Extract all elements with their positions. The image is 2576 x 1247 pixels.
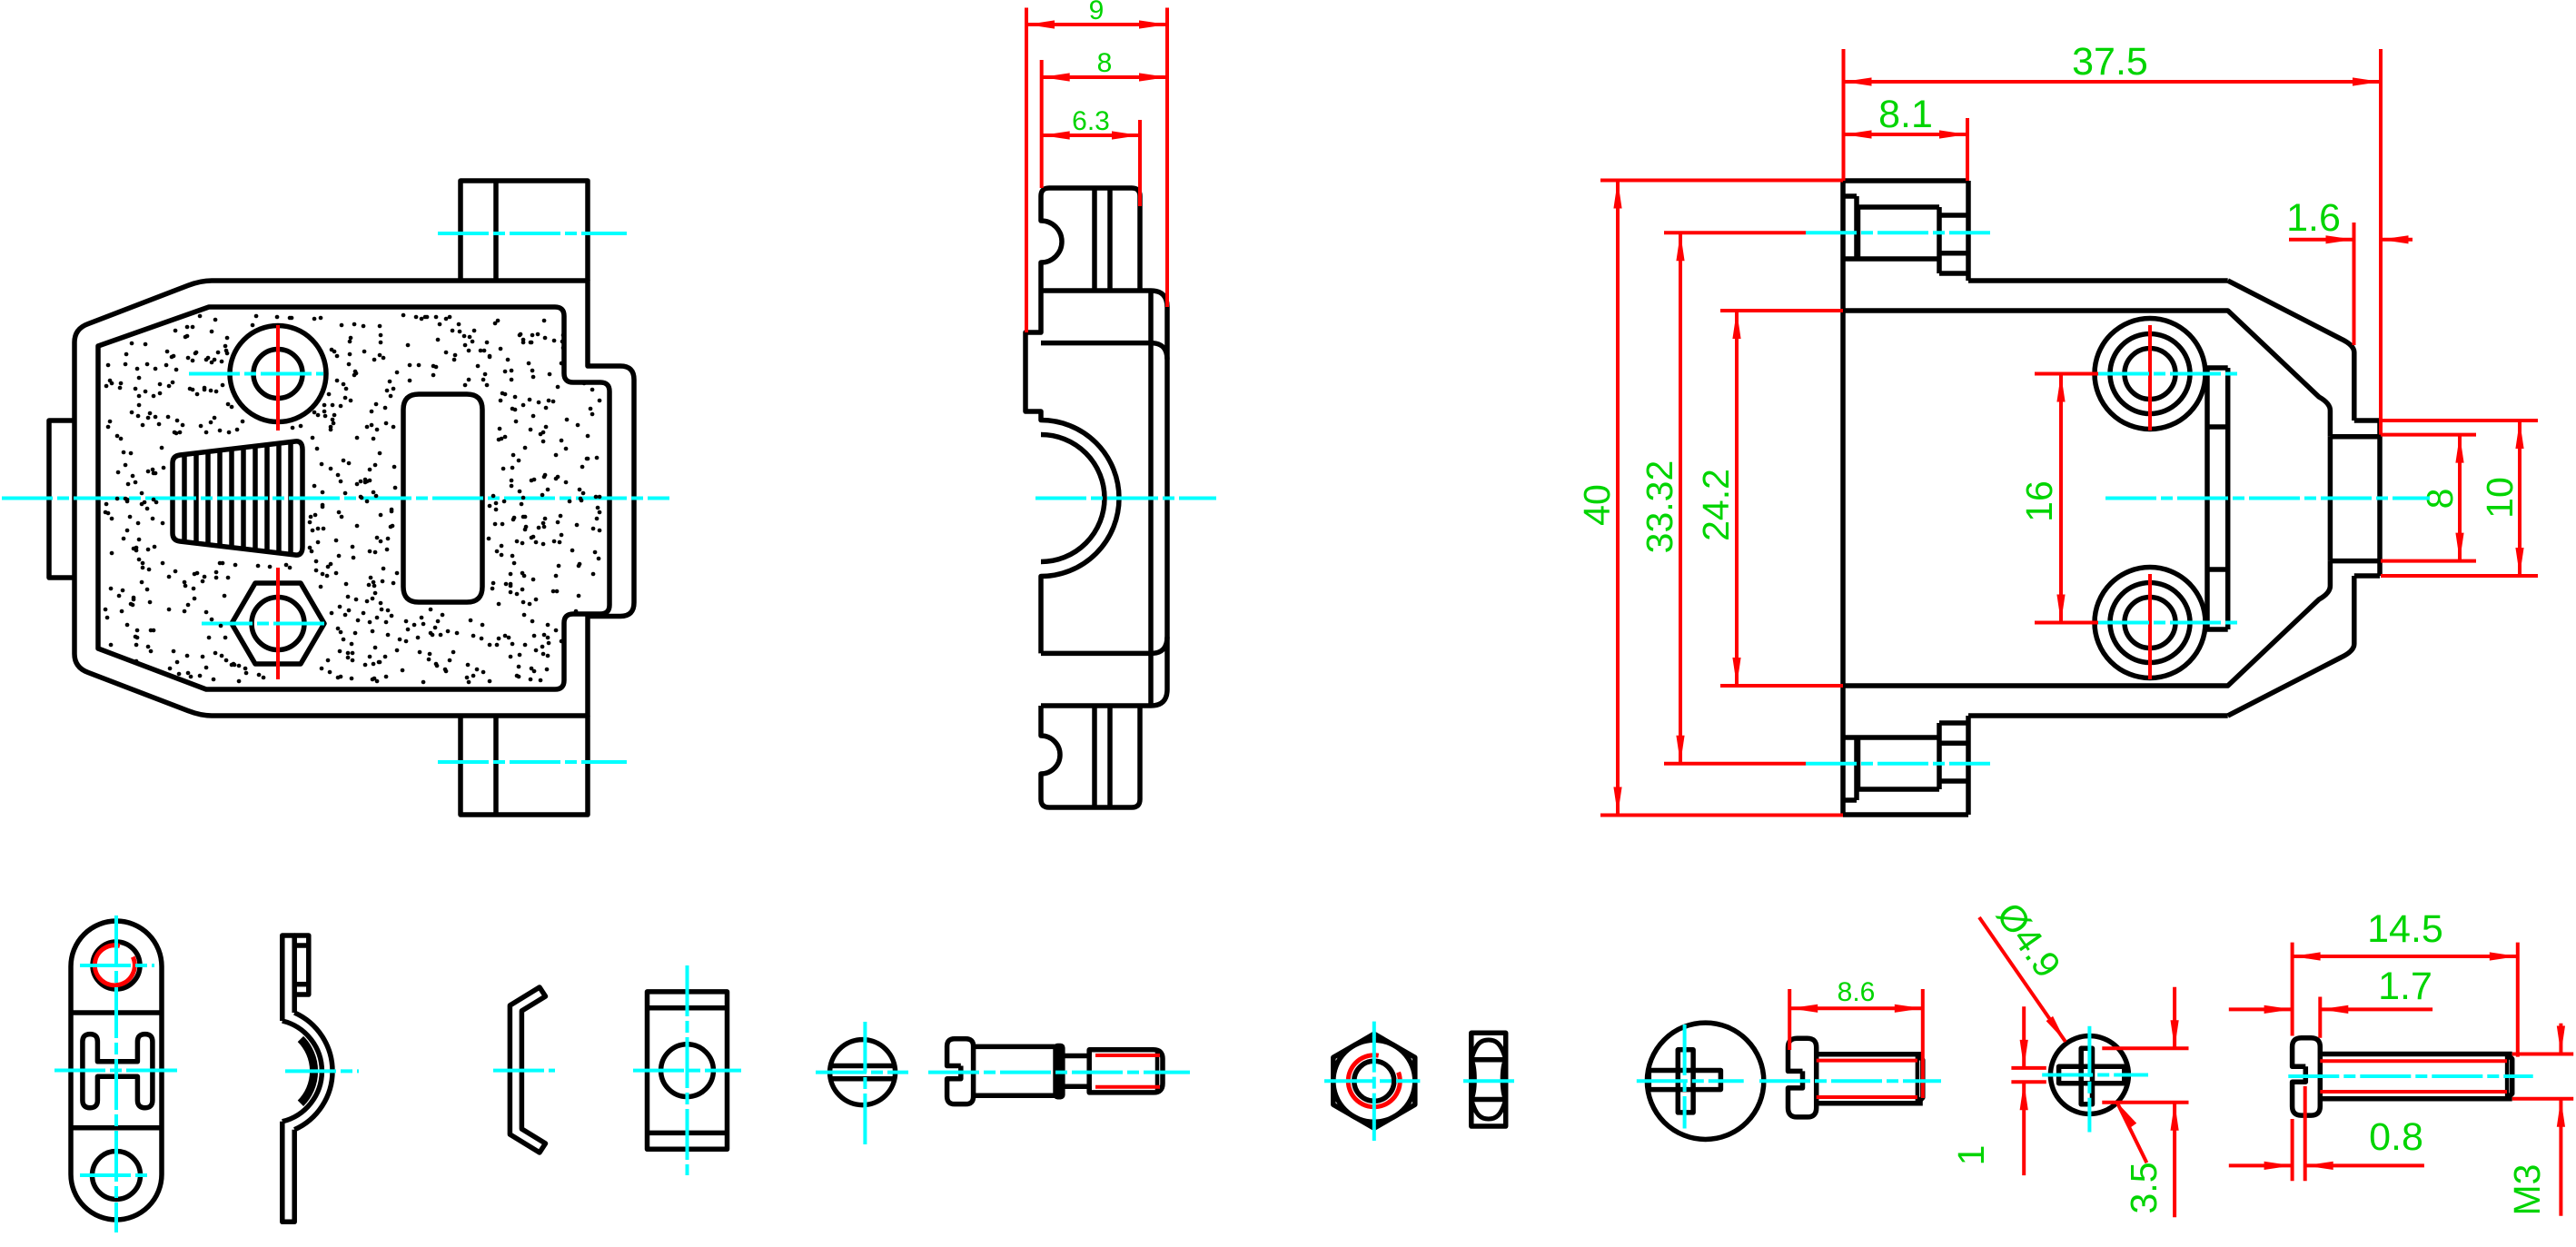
svg-text:14.5: 14.5 xyxy=(2367,907,2443,951)
svg-text:M3: M3 xyxy=(2506,1164,2548,1216)
svg-text:1: 1 xyxy=(1950,1145,1992,1166)
svg-text:24.2: 24.2 xyxy=(1695,469,1737,541)
svg-text:8.6: 8.6 xyxy=(1838,977,1876,1007)
svg-text:40: 40 xyxy=(1576,484,1618,526)
svg-text:9: 9 xyxy=(1089,0,1105,25)
svg-text:10: 10 xyxy=(2479,477,2521,519)
svg-text:1.6: 1.6 xyxy=(2286,196,2341,240)
svg-text:37.5: 37.5 xyxy=(2072,40,2148,84)
svg-text:0.8: 0.8 xyxy=(2369,1115,2423,1159)
svg-text:33.32: 33.32 xyxy=(1639,460,1680,554)
svg-text:8: 8 xyxy=(2419,489,2461,510)
svg-text:8: 8 xyxy=(1097,48,1113,78)
svg-text:8.1: 8.1 xyxy=(1878,93,1933,136)
svg-text:3.5: 3.5 xyxy=(2123,1163,2165,1214)
svg-text:1.7: 1.7 xyxy=(2378,965,2432,1008)
svg-text:16: 16 xyxy=(2018,480,2060,522)
svg-text:6.3: 6.3 xyxy=(1072,106,1110,136)
